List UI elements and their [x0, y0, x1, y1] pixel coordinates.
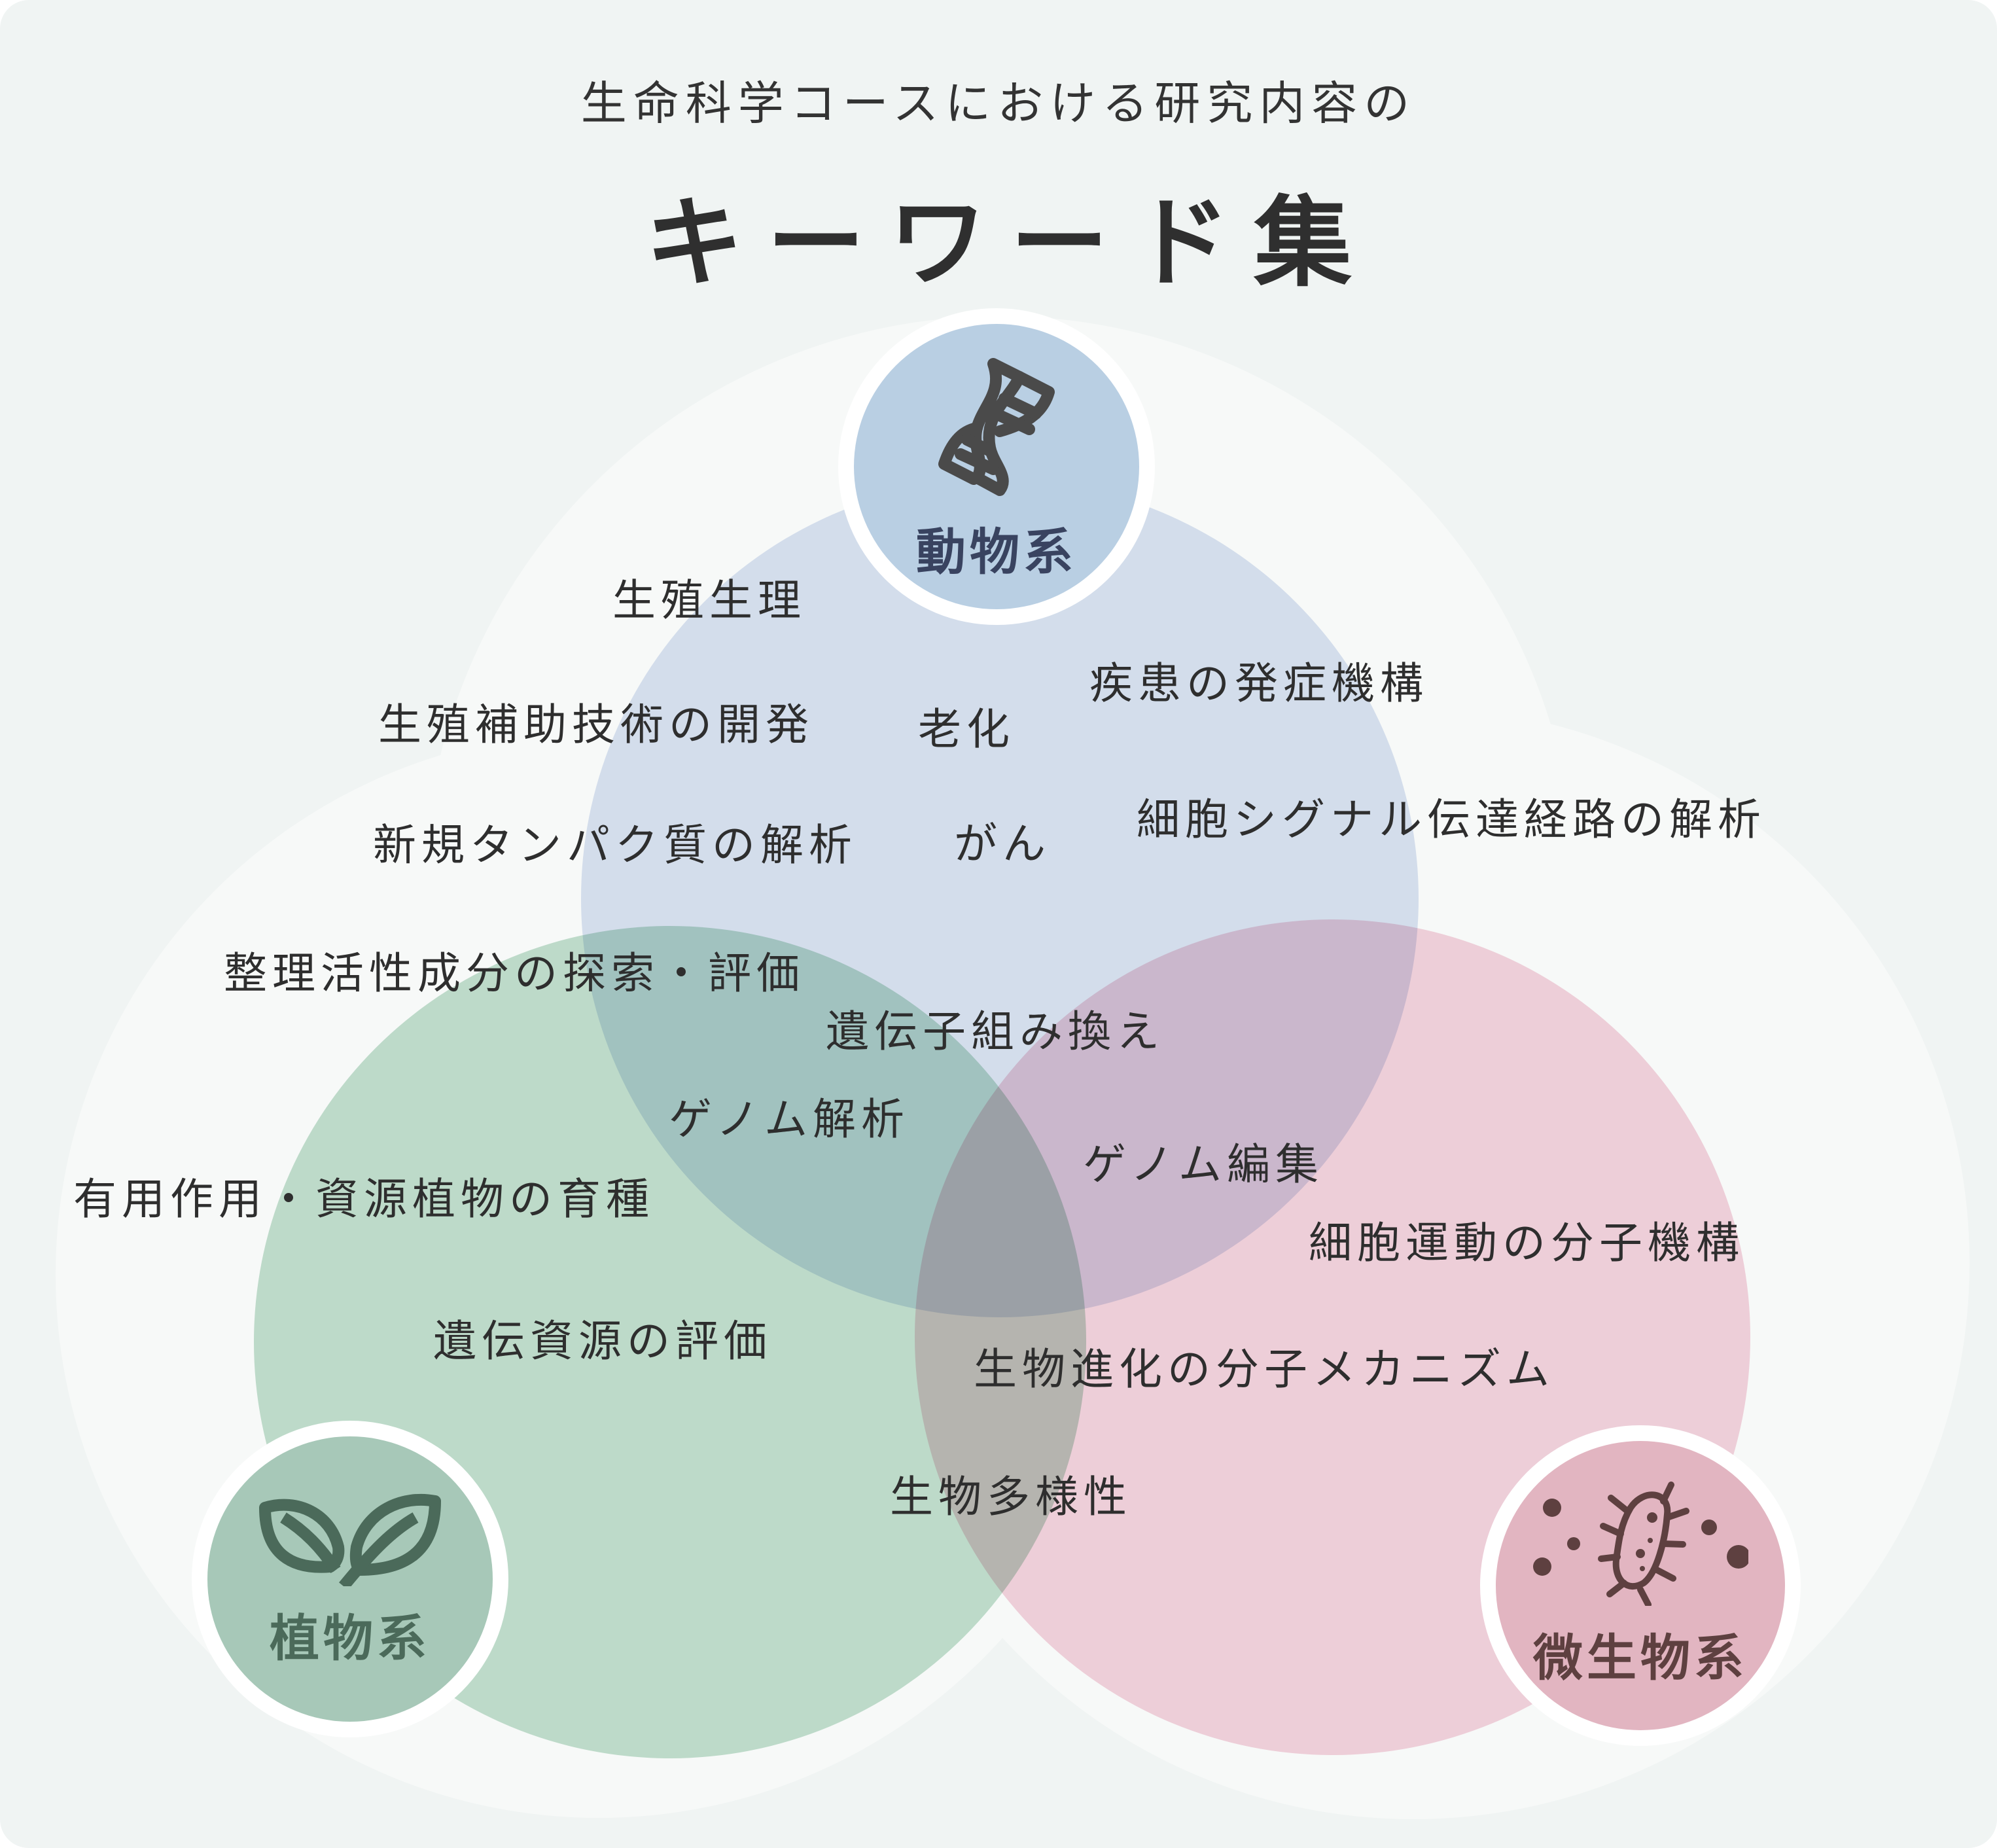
animal-badge: 動物系 — [838, 308, 1155, 625]
keyword-label: 生殖補助技術の開発 — [378, 700, 814, 750]
keyword-label: 遺伝資源の評価 — [433, 1316, 772, 1366]
keyword-label: がん — [954, 819, 1051, 869]
page-title: キーワード集 — [645, 187, 1375, 300]
keyword-label: 生物多様性 — [890, 1472, 1132, 1522]
keyword-label: 生物進化の分子メカニズム — [974, 1344, 1555, 1395]
keyword-label: 老化 — [918, 704, 1015, 755]
plant-badge-label: 植物系 — [270, 1609, 431, 1667]
keyword-label: 生殖生理 — [612, 575, 806, 626]
microbe-badge: 微生物系 — [1480, 1425, 1801, 1746]
keyword-label: 有用作用・資源植物の育種 — [73, 1174, 654, 1224]
animal-badge-label: 動物系 — [916, 523, 1077, 581]
dna-icon — [931, 349, 1062, 500]
bacteria-icon — [1532, 1482, 1748, 1606]
keyword-label: 新規タンパク質の解析 — [373, 820, 857, 870]
leaves-icon — [252, 1488, 448, 1586]
keyword-label: ゲノム解析 — [669, 1094, 910, 1145]
microbe-badge-label: 微生物系 — [1533, 1629, 1748, 1687]
keyword-label: 細胞シグナル伝達経路の解析 — [1137, 794, 1766, 845]
subtitle: 生命科学コースにおける研究内容の — [580, 77, 1417, 130]
keyword-label: 細胞運動の分子機構 — [1309, 1218, 1744, 1268]
keyword-label: 疾患の発症機構 — [1089, 658, 1428, 709]
plant-badge: 植物系 — [192, 1421, 508, 1737]
keyword-label: 整理活性成分の探索・評価 — [224, 948, 805, 999]
keyword-label: 遺伝子組み換え — [826, 1006, 1165, 1057]
keyword-label: ゲノム編集 — [1083, 1139, 1324, 1190]
